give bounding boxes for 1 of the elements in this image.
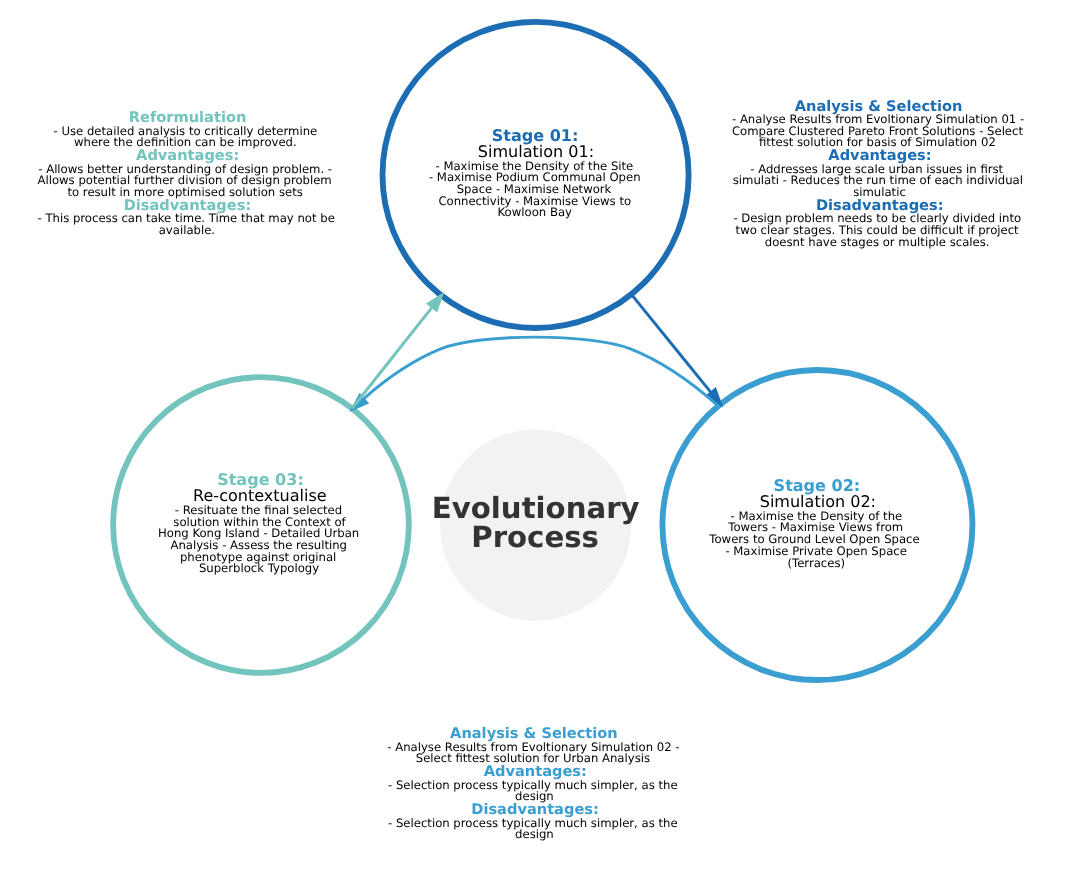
arrow: [630, 293, 724, 408]
